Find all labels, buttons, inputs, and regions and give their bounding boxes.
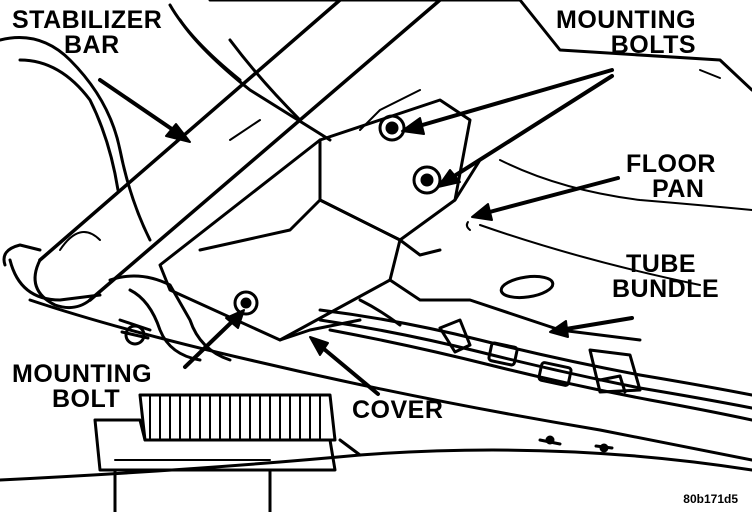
mounting-bolts-pair bbox=[378, 114, 442, 195]
arrow-stabilizer-bar bbox=[98, 78, 184, 138]
tube-bundle bbox=[318, 298, 752, 422]
left-bracket bbox=[0, 36, 232, 362]
arrow-tube-bundle bbox=[558, 316, 634, 332]
label-cover: COVER bbox=[352, 396, 444, 424]
figure-code: 80b171d5 bbox=[683, 492, 738, 506]
crossmember bbox=[93, 393, 362, 512]
cover-bracket bbox=[158, 89, 642, 342]
leader-arrows bbox=[98, 68, 634, 396]
arrow-mounting-bolt-upper bbox=[410, 68, 614, 130]
arrow-mounting-bolt-lower bbox=[446, 74, 614, 182]
label-mounting-bolts: MOUNTING BOLTS bbox=[556, 6, 697, 59]
arrow-cover bbox=[316, 342, 380, 396]
label-stabilizer-bar: STABILIZER BAR bbox=[12, 6, 163, 59]
label-floor-pan: FLOOR PAN bbox=[626, 150, 716, 203]
label-mounting-bolt: MOUNTING BOLT bbox=[12, 360, 153, 413]
stabilizer-bar bbox=[33, 0, 442, 310]
arrow-floor-pan bbox=[480, 176, 620, 216]
arrow-mounting-bolt-single bbox=[183, 314, 240, 369]
lower-mounting-bolt bbox=[233, 290, 259, 316]
label-tube-bundle: TUBE BUNDLE bbox=[612, 250, 720, 303]
